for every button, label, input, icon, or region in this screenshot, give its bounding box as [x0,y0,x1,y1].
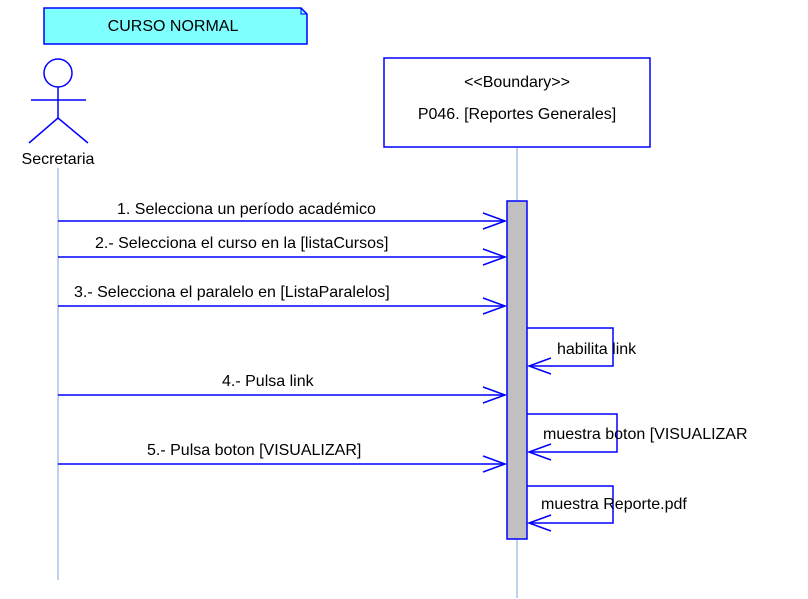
message-label: 5.- Pulsa boton [VISUALIZAR] [147,442,361,459]
boundary-box [383,57,651,148]
boundary-object: <<Boundary>> P046. [Reportes Generales] [383,57,651,148]
message-1: 1. Selecciona un período académico [58,201,508,230]
arrow-head-icon [526,514,552,532]
actor-right-leg [57,117,89,144]
self-message-line [527,327,614,367]
self-message-3: muestra Reporte.pdf [526,485,687,532]
arrow-head-icon [526,357,552,375]
self-message-label: muestra boton [VISUALIZAR [543,426,748,443]
actor-head [43,58,73,88]
activation-bar [506,200,528,540]
note-box [43,7,308,45]
arrow-head-icon [526,443,552,461]
self-message-line [527,413,618,453]
note: CURSO NORMAL [43,7,308,45]
message-label: 3.- Selecciona el paralelo en [ListaPara… [74,284,390,301]
message-label: 4.- Pulsa link [222,373,315,390]
message-3: 3.- Selecciona el paralelo en [ListaPara… [58,284,508,315]
note-text: CURSO NORMAL [108,18,239,35]
arrow-head-icon [482,297,508,315]
arrow-head-icon [482,248,508,266]
message-4: 4.- Pulsa link [58,373,508,404]
boundary-name: P046. [Reportes Generales] [418,106,616,123]
self-message-label: muestra Reporte.pdf [541,496,687,513]
arrow-head-icon [482,212,508,230]
arrow-head-icon [482,386,508,404]
actor-secretaria: Secretaria [22,58,95,168]
note-fold [300,8,307,15]
arrow-head-icon [482,455,508,473]
message-5: 5.- Pulsa boton [VISUALIZAR] [58,442,508,473]
actor-name: Secretaria [22,151,95,168]
message-label: 1. Selecciona un período académico [117,201,376,218]
self-message-line [527,485,614,524]
actor-left-leg [28,117,59,144]
self-message-label: habilita link [557,341,637,358]
message-2: 2.- Selecciona el curso en la [listaCurs… [58,235,508,266]
self-message-2: muestra boton [VISUALIZAR [526,413,748,461]
boundary-stereotype: <<Boundary>> [464,74,570,91]
self-message-1: habilita link [526,327,637,375]
message-label: 2.- Selecciona el curso en la [listaCurs… [95,235,388,252]
